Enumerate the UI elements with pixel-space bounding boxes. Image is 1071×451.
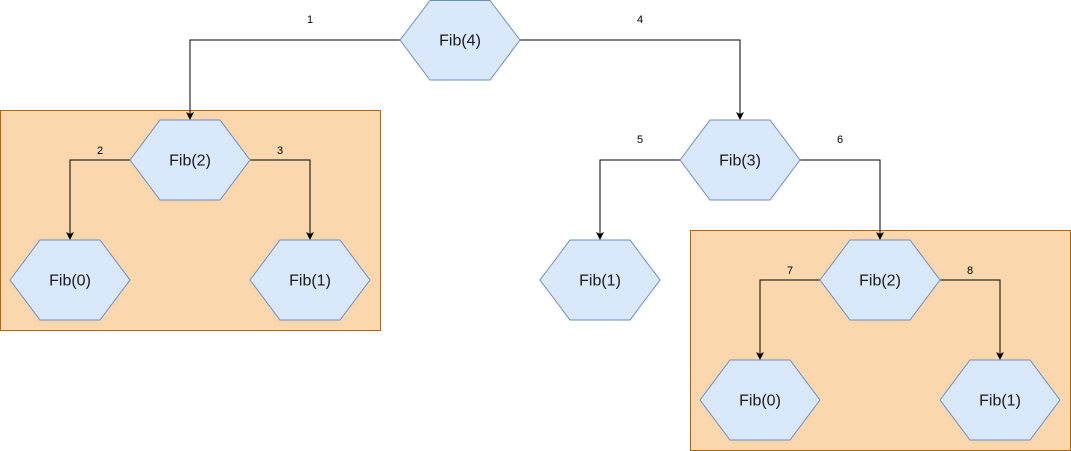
- edge-label-4: 4: [637, 14, 643, 26]
- node-fib1-right[interactable]: Fib(1): [939, 359, 1061, 441]
- edge-label-5: 5: [637, 134, 643, 146]
- node-fib1-mid[interactable]: Fib(1): [539, 239, 661, 321]
- node-label: Fib(1): [979, 393, 1021, 410]
- node-label: Fib(1): [579, 273, 621, 290]
- edge-4[interactable]: [520, 39, 744, 120]
- node-label: Fib(2): [859, 273, 901, 290]
- node-label: Fib(0): [49, 273, 91, 290]
- edge-6[interactable]: [800, 159, 884, 240]
- node-label: Fib(0): [739, 393, 781, 410]
- node-fib0-left[interactable]: Fib(0): [9, 239, 131, 321]
- edge-1[interactable]: [186, 39, 400, 120]
- node-fib3[interactable]: Fib(3): [679, 119, 801, 201]
- node-label: Fib(1): [289, 273, 331, 290]
- edge-8[interactable]: [940, 279, 1004, 360]
- edge-label-8: 8: [967, 265, 973, 277]
- edge-label-6: 6: [837, 134, 843, 146]
- node-fib2-left[interactable]: Fib(2): [129, 119, 251, 201]
- edge-label-2: 2: [97, 145, 103, 157]
- edge-label-3: 3: [277, 145, 283, 157]
- edge-3[interactable]: [250, 159, 314, 240]
- edge-2[interactable]: [66, 159, 130, 240]
- node-label: Fib(2): [169, 153, 211, 170]
- node-label: Fib(3): [719, 153, 761, 170]
- node-label: Fib(4): [439, 33, 481, 50]
- node-fib4[interactable]: Fib(4): [399, 0, 521, 81]
- node-fib0-right[interactable]: Fib(0): [699, 359, 821, 441]
- edge-label-7: 7: [787, 265, 793, 277]
- edge-5[interactable]: [596, 159, 680, 240]
- node-fib2-right[interactable]: Fib(2): [819, 239, 941, 321]
- edge-7[interactable]: [756, 279, 820, 360]
- edge-label-1: 1: [307, 14, 313, 26]
- node-fib1-left[interactable]: Fib(1): [249, 239, 371, 321]
